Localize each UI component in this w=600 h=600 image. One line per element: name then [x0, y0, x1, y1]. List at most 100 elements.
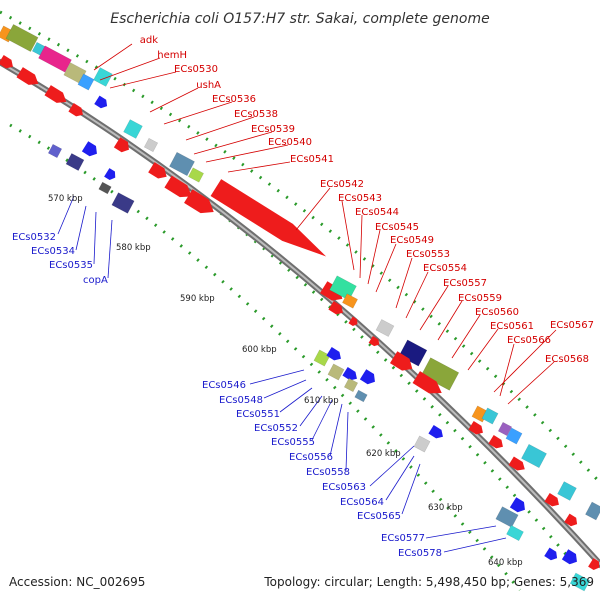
- gene-label[interactable]: hemH: [157, 50, 187, 61]
- gene-label[interactable]: ECs0541: [290, 154, 334, 165]
- gene-label[interactable]: ECs0559: [458, 293, 502, 304]
- feature-block: [329, 275, 357, 301]
- feature-arrow: [113, 137, 129, 153]
- leader-line-forward: [467, 328, 499, 371]
- leader-line-reverse: [311, 399, 333, 441]
- gene-label[interactable]: ECs0538: [234, 109, 278, 120]
- gene-label[interactable]: ECs0545: [375, 222, 419, 233]
- gene-label[interactable]: copA: [83, 275, 108, 286]
- feature-block: [569, 572, 591, 592]
- gene-label[interactable]: ushA: [196, 80, 221, 91]
- leader-line-forward: [149, 87, 199, 113]
- gene-label[interactable]: ECs0566: [507, 335, 551, 346]
- leader-line-reverse: [107, 219, 113, 279]
- gene-label[interactable]: ECs0578: [398, 548, 442, 559]
- gene-label[interactable]: ECs0540: [268, 137, 312, 148]
- feature-block: [143, 137, 159, 153]
- gene-label[interactable]: ECs0542: [320, 179, 364, 190]
- kbp-marker: 600 kbp: [242, 345, 277, 355]
- feature-block: [327, 363, 345, 381]
- gene-label[interactable]: ECs0553: [406, 249, 450, 260]
- feature-block: [557, 481, 577, 501]
- feature-arrow: [564, 513, 578, 527]
- leader-line-reverse: [263, 379, 307, 399]
- feature-arrow: [544, 493, 559, 507]
- leader-line-forward: [437, 300, 463, 341]
- gene-label[interactable]: ECs0532: [12, 232, 56, 243]
- feature-arrow: [0, 55, 13, 69]
- gene-label[interactable]: ECs0555: [271, 437, 315, 448]
- kbp-marker: 630 kbp: [428, 503, 463, 513]
- leader-line-forward: [99, 57, 161, 81]
- leader-line-forward: [295, 187, 331, 231]
- leader-line-forward: [367, 229, 381, 285]
- feature-arrow: [561, 549, 577, 565]
- gene-label[interactable]: ECs0558: [306, 467, 350, 478]
- leader-line-forward: [451, 314, 481, 359]
- gene-label[interactable]: ECs0544: [355, 207, 399, 218]
- feature-arrow: [389, 351, 413, 371]
- gene-label[interactable]: ECs0577: [381, 533, 425, 544]
- feature-arrow: [328, 301, 343, 315]
- gene-label[interactable]: ECs0556: [289, 452, 333, 463]
- feature-arrow: [210, 179, 327, 257]
- gene-label[interactable]: ECs0549: [390, 235, 434, 246]
- feature-blocks: [0, 24, 600, 592]
- leader-line-forward: [185, 116, 255, 141]
- gene-label[interactable]: ECs0560: [475, 307, 519, 318]
- feature-block: [481, 407, 499, 425]
- gene-label[interactable]: ECs0565: [357, 511, 401, 522]
- gene-label[interactable]: ECs0554: [423, 263, 467, 274]
- gene-label[interactable]: ECs0552: [254, 423, 298, 434]
- gene-label[interactable]: ECs0535: [49, 260, 93, 271]
- leader-line-forward: [395, 257, 413, 309]
- gene-label[interactable]: ECs0551: [236, 409, 280, 420]
- map-title: Escherichia coli O157:H7 str. Sakai, com…: [110, 11, 489, 27]
- leader-line-forward: [499, 343, 515, 397]
- gene-label[interactable]: ECs0563: [322, 482, 366, 493]
- leader-line-reverse: [93, 211, 97, 265]
- feature-block: [188, 167, 204, 183]
- leader-line-reverse: [279, 387, 313, 413]
- gene-label[interactable]: ECs0568: [545, 354, 589, 365]
- tick-marks: [0, 10, 600, 591]
- feature-arrow: [319, 281, 343, 301]
- kbp-marker: 640 kbp: [488, 558, 523, 568]
- gene-label[interactable]: ECs0548: [219, 395, 263, 406]
- leader-line-forward: [375, 243, 397, 293]
- leader-line-forward: [359, 214, 363, 279]
- gene-label[interactable]: ECs0543: [338, 193, 382, 204]
- gene-label[interactable]: ECs0530: [174, 64, 218, 75]
- gene-label[interactable]: ECs0567: [550, 320, 594, 331]
- feature-block: [495, 506, 519, 528]
- backbone-highlight: [0, 61, 600, 566]
- gene-label[interactable]: ECs0534: [31, 246, 75, 257]
- feature-arrow: [412, 371, 442, 394]
- feature-block: [521, 443, 547, 469]
- leader-line-reverse: [443, 537, 507, 553]
- gene-label[interactable]: ECs0561: [490, 321, 534, 332]
- leader-line-reverse: [425, 525, 497, 539]
- feature-block: [93, 67, 113, 87]
- feature-arrow: [509, 497, 525, 513]
- kbp-marker: 590 kbp: [180, 294, 215, 304]
- feature-block: [169, 151, 195, 177]
- feature-arrow: [544, 547, 558, 561]
- feature-arrow: [94, 95, 108, 109]
- gene-label[interactable]: ECs0557: [443, 278, 487, 289]
- feature-arrow: [428, 425, 443, 439]
- gene-label[interactable]: ECs0564: [340, 497, 384, 508]
- gene-label[interactable]: ECs0536: [212, 94, 256, 105]
- feature-block: [342, 293, 358, 309]
- feature-arrow: [342, 367, 357, 381]
- gene-label[interactable]: adk: [140, 35, 158, 46]
- leader-line-forward: [507, 361, 555, 405]
- feature-arrow: [326, 347, 341, 361]
- gene-label[interactable]: ECs0546: [202, 380, 246, 391]
- leader-line-forward: [419, 285, 449, 331]
- leader-line-forward: [93, 43, 133, 71]
- leader-line-forward: [341, 200, 355, 271]
- gene-label[interactable]: ECs0539: [251, 124, 295, 135]
- feature-arrow: [588, 558, 600, 571]
